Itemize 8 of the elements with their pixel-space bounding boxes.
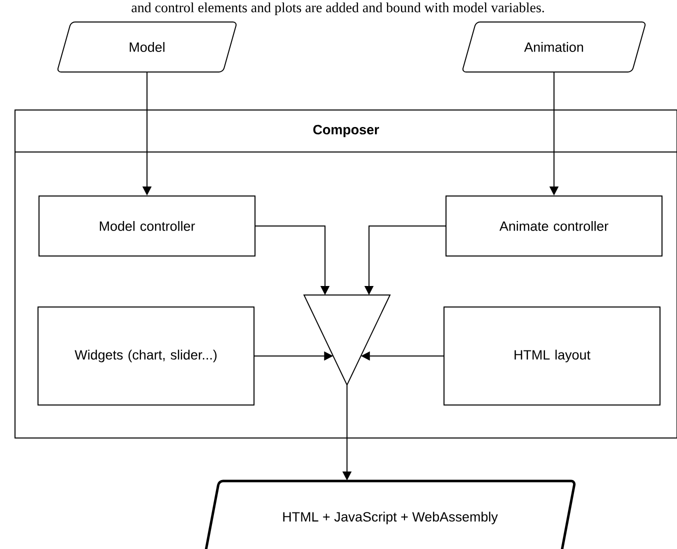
input-parallelogram: Animation	[462, 22, 646, 72]
process-box: HTML layout	[444, 306, 660, 406]
caption-text: and control elements and plots are added and bound with model variables.	[132, 2, 544, 16]
output-parallelogram: HTML + JavaScript + WebAssembly	[204, 480, 576, 549]
process-box: Animate controller	[446, 196, 662, 256]
process-box: Widgets (chart, slider...)	[38, 306, 254, 406]
process-box: Model controller	[38, 196, 256, 256]
input-parallelogram: Model	[57, 22, 237, 72]
